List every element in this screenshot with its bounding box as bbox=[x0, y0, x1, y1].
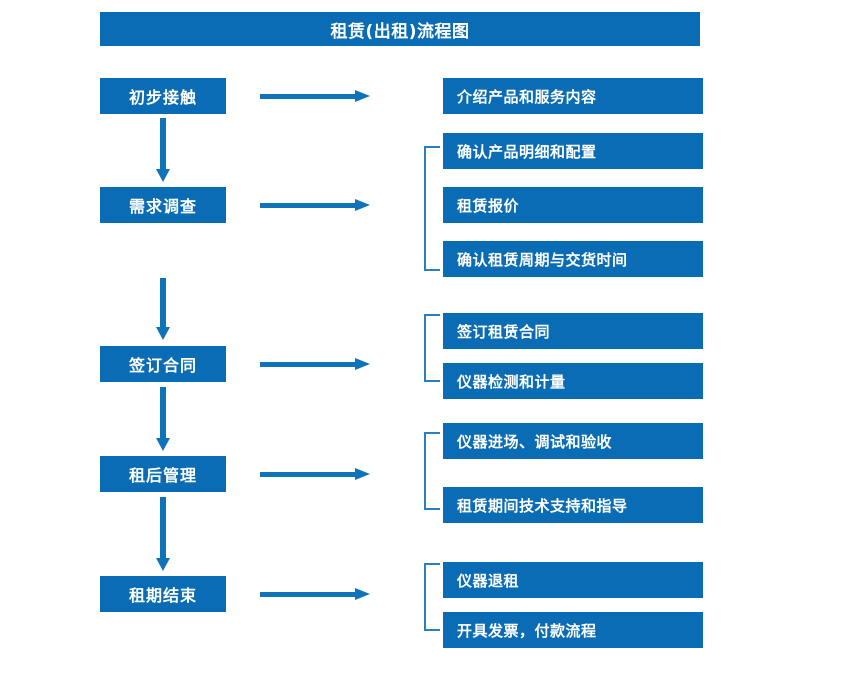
arrow-shaft bbox=[160, 497, 166, 558]
stage-box-3[interactable]: 签订合同 bbox=[100, 346, 226, 382]
arrow-head bbox=[355, 588, 370, 600]
horizontal-arrow-3 bbox=[260, 358, 370, 370]
arrow-shaft bbox=[260, 203, 356, 208]
detail-box-2-1[interactable]: 确认产品明细和配置 bbox=[443, 133, 703, 169]
arrow-shaft bbox=[260, 592, 356, 597]
horizontal-arrow-5 bbox=[260, 588, 370, 600]
stage-box-2[interactable]: 需求调查 bbox=[100, 187, 226, 223]
vertical-arrow-1 bbox=[156, 118, 170, 182]
stage-box-1[interactable]: 初步接触 bbox=[100, 78, 226, 114]
detail-box-4-2[interactable]: 租赁期间技术支持和指导 bbox=[443, 487, 703, 523]
horizontal-arrow-1 bbox=[260, 90, 370, 102]
arrow-shaft bbox=[260, 362, 356, 367]
arrow-head bbox=[156, 438, 170, 451]
arrow-head bbox=[355, 358, 370, 370]
detail-box-5-2[interactable]: 开具发票，付款流程 bbox=[443, 612, 703, 648]
arrow-shaft bbox=[260, 94, 356, 99]
detail-box-5-1[interactable]: 仪器退租 bbox=[443, 562, 703, 598]
detail-box-2-2[interactable]: 租赁报价 bbox=[443, 187, 703, 223]
detail-box-3-1[interactable]: 签订租赁合同 bbox=[443, 313, 703, 349]
arrow-head bbox=[156, 558, 170, 571]
stage-box-5[interactable]: 租期结束 bbox=[100, 576, 226, 612]
group-bracket-3 bbox=[424, 314, 440, 382]
arrow-head bbox=[355, 90, 370, 102]
horizontal-arrow-2 bbox=[260, 199, 370, 211]
detail-box-1-1[interactable]: 介绍产品和服务内容 bbox=[443, 78, 703, 114]
group-bracket-5 bbox=[424, 563, 440, 631]
arrow-head bbox=[355, 199, 370, 211]
vertical-arrow-4 bbox=[156, 497, 170, 571]
vertical-arrow-3 bbox=[156, 387, 170, 451]
group-bracket-2 bbox=[424, 146, 440, 271]
arrow-shaft bbox=[160, 118, 166, 169]
arrow-shaft bbox=[160, 278, 166, 327]
stage-box-4[interactable]: 租后管理 bbox=[100, 456, 226, 492]
detail-box-4-1[interactable]: 仪器进场、调试和验收 bbox=[443, 423, 703, 459]
arrow-head bbox=[156, 327, 170, 340]
arrow-head bbox=[355, 468, 370, 480]
arrow-head bbox=[156, 169, 170, 182]
horizontal-arrow-4 bbox=[260, 468, 370, 480]
detail-box-2-3[interactable]: 确认租赁周期与交货时间 bbox=[443, 241, 703, 277]
chart-title: 租赁(出租)流程图 bbox=[100, 12, 700, 46]
detail-box-3-2[interactable]: 仪器检测和计量 bbox=[443, 363, 703, 399]
arrow-shaft bbox=[260, 472, 356, 477]
vertical-arrow-2 bbox=[156, 278, 170, 340]
arrow-shaft bbox=[160, 387, 166, 438]
group-bracket-4 bbox=[424, 432, 440, 510]
